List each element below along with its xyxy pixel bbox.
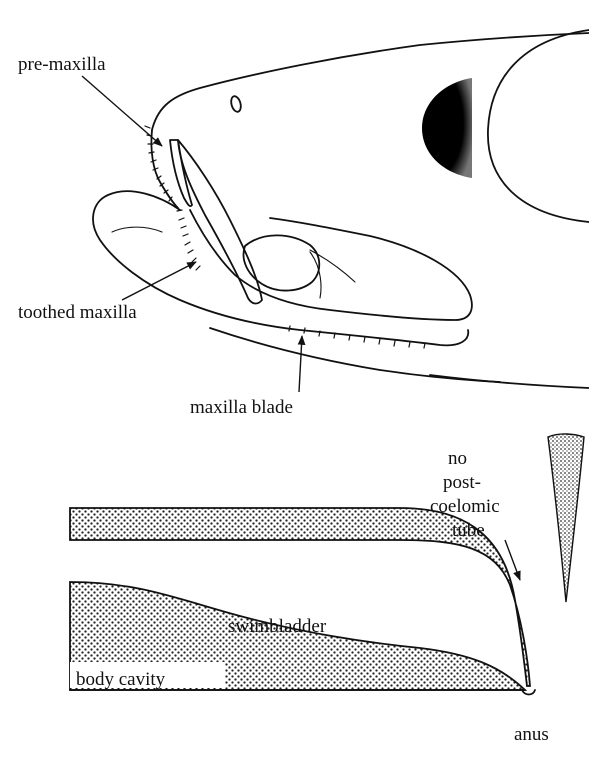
dentary-inner-line [112, 227, 162, 232]
label-anus: anus [514, 724, 549, 745]
label-premaxilla: pre-maxilla [18, 54, 106, 75]
head-outline [152, 33, 589, 130]
label-toothed-maxilla: toothed maxilla [18, 302, 137, 323]
label-post: post- [443, 472, 481, 493]
premaxilla-process [170, 140, 192, 206]
fish-head-drawing [93, 30, 589, 388]
maxilla-teeth [177, 210, 200, 270]
label-swimbladder: swimbladder [228, 616, 327, 637]
blade-teeth [289, 326, 425, 348]
nostril [230, 95, 243, 113]
label-body-cavity: body cavity [76, 669, 166, 690]
label-no: no [448, 448, 467, 469]
arrow-premaxilla [82, 76, 162, 146]
label-maxilla-blade: maxilla blade [190, 397, 293, 418]
maxilla-bone [178, 140, 262, 304]
body-cavity-drawing [70, 434, 584, 695]
premaxilla-teeth [145, 126, 172, 201]
label-coelomic: coelomic [430, 496, 500, 517]
arrow-maxilla-blade [299, 336, 302, 392]
branchiostegal-line [430, 375, 589, 388]
eye-pupil [422, 78, 472, 178]
supramaxilla [244, 235, 320, 290]
arrow-toothed-maxilla [122, 262, 196, 300]
label-tube: tube [452, 520, 485, 541]
eye-orbit [488, 30, 589, 222]
lower-jaw [93, 191, 468, 345]
postcoelomic-cone [548, 434, 584, 602]
